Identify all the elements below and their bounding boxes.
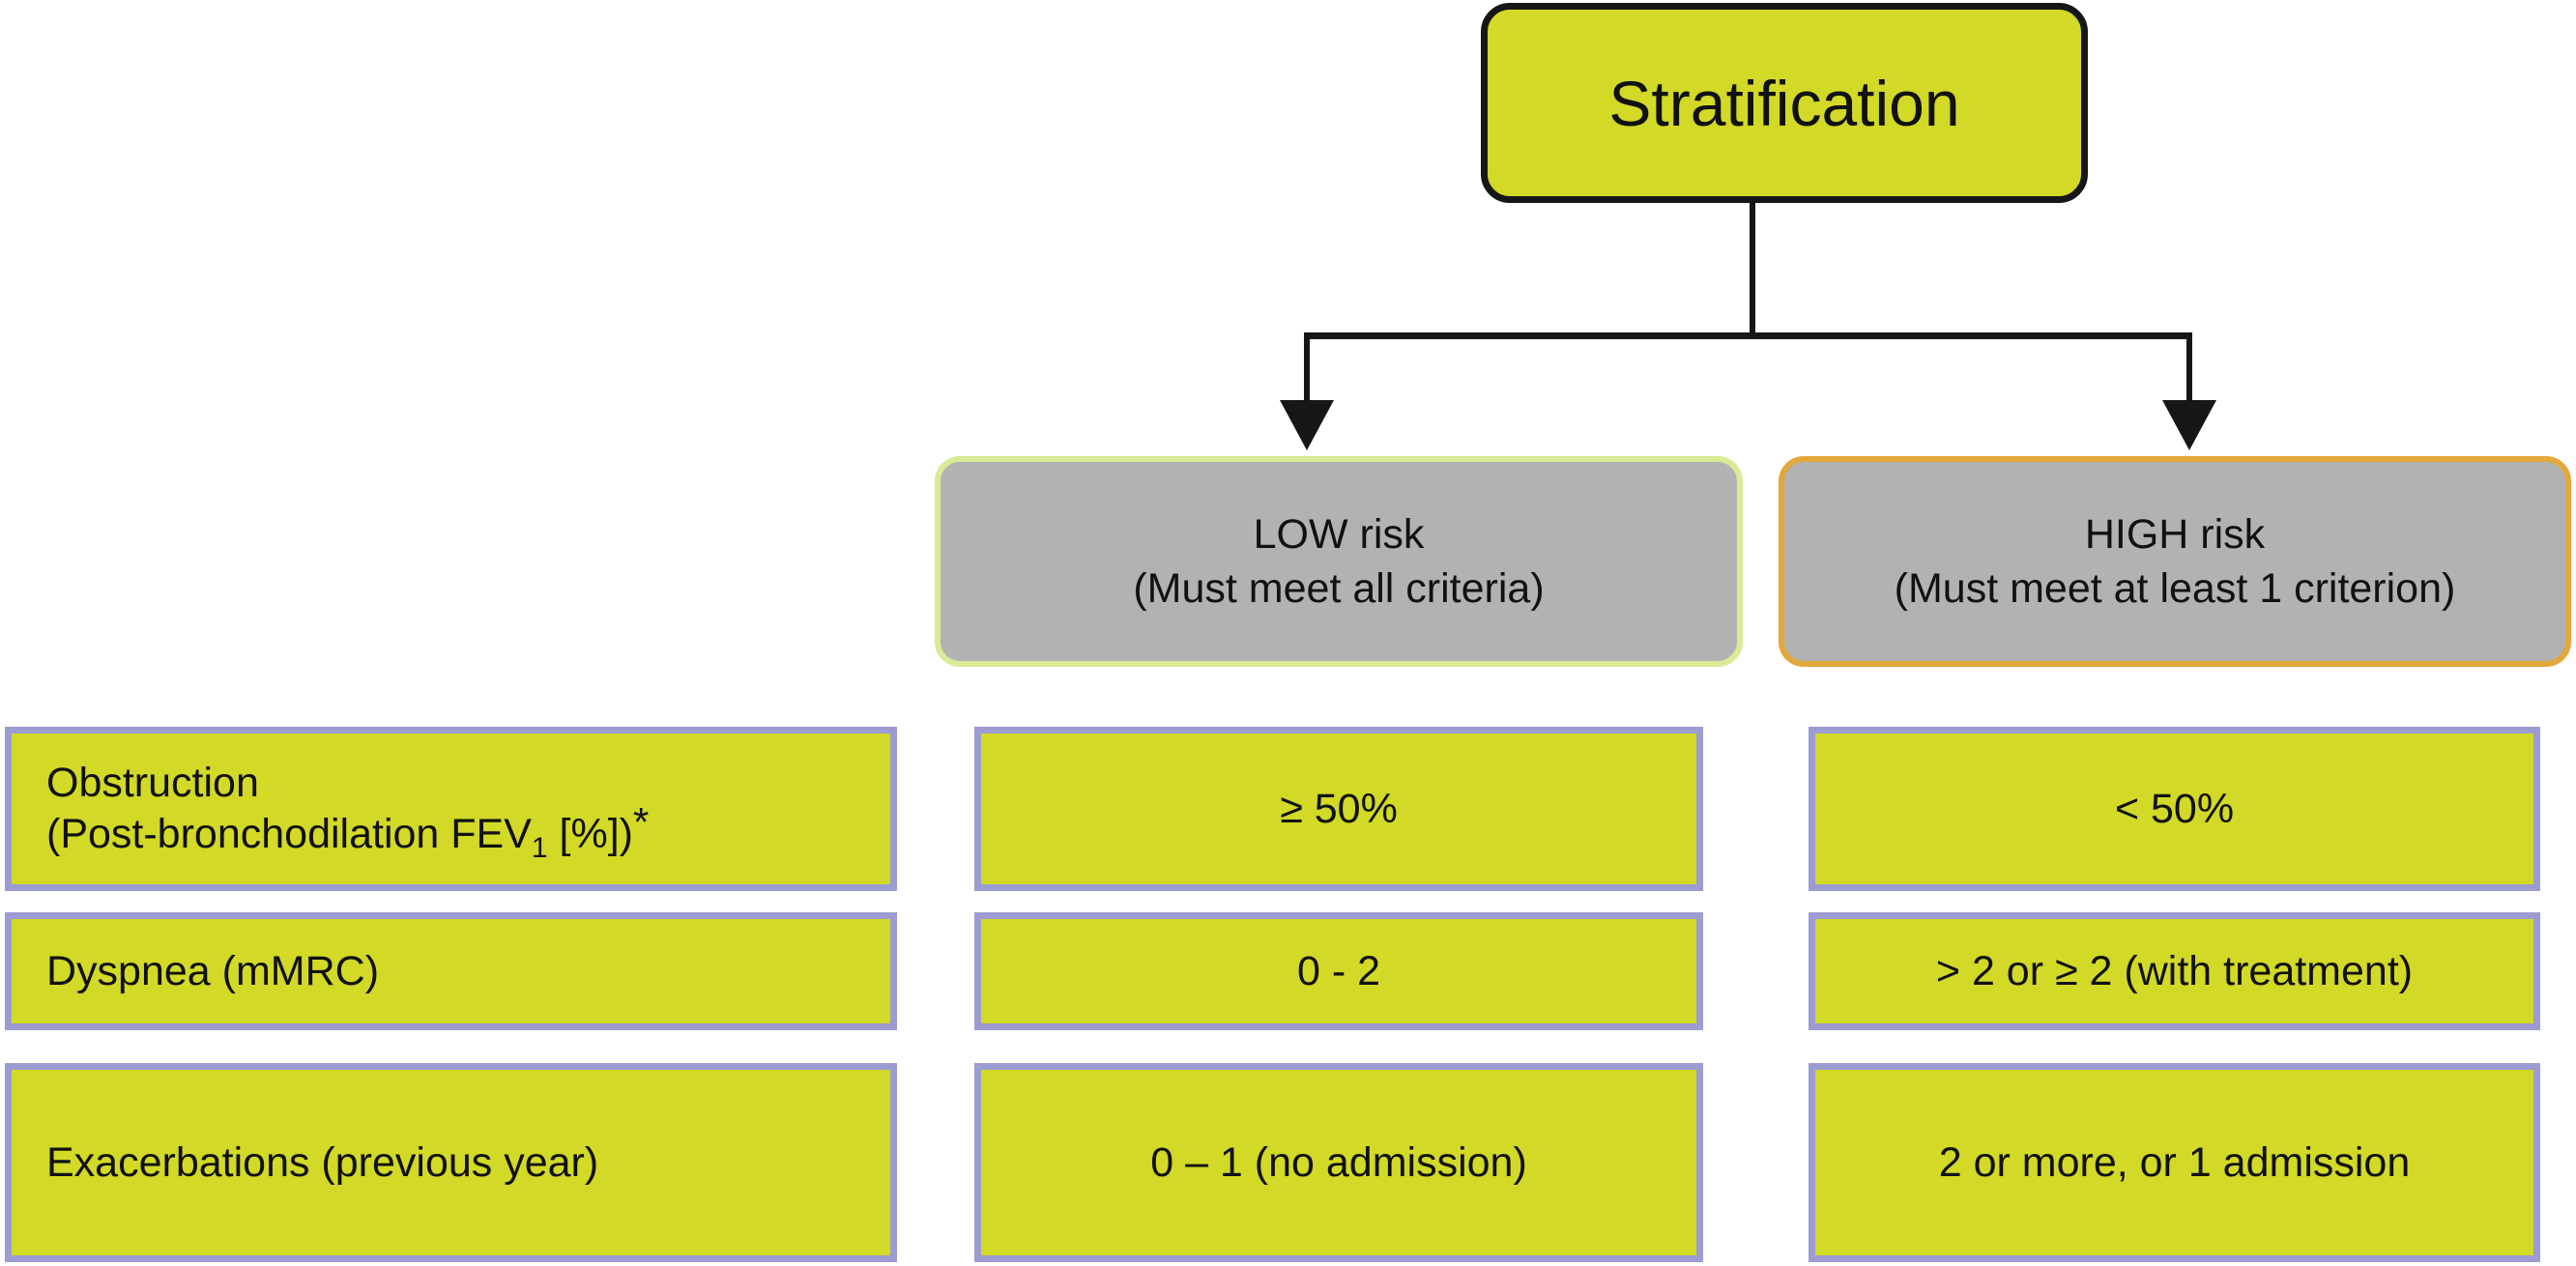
criterion-obstruction-label: Obstruction (Post-bronchodilation FEV1 [… — [5, 727, 897, 891]
obstruction-line2-middle: [%]) — [547, 811, 634, 857]
exacerbations-high-text: 2 or more, or 1 admission — [1938, 1138, 2411, 1186]
connector-stem-line — [1750, 201, 1755, 336]
obstruction-line2: (Post-bronchodilation FEV1 [%])* — [46, 802, 649, 863]
criterion-exacerbations-label: Exacerbations (previous year) — [5, 1063, 897, 1262]
high-risk-title: HIGH risk — [2084, 511, 2266, 558]
exacerbations-low-value: 0 – 1 (no admission) — [974, 1063, 1703, 1262]
root-node-label: Stratification — [1608, 67, 1960, 139]
stratification-root-node: Stratification — [1481, 3, 2088, 203]
connector-left-drop-line — [1304, 332, 1310, 406]
exacerbations-text: Exacerbations (previous year) — [46, 1138, 599, 1186]
dyspnea-high-value: > 2 or ≥ 2 (with treatment) — [1809, 912, 2540, 1030]
arrow-down-icon-left — [1280, 400, 1334, 450]
dyspnea-low-text: 0 - 2 — [1296, 947, 1381, 994]
exacerbations-low-text: 0 – 1 (no admission) — [1150, 1138, 1527, 1186]
obstruction-low-value: ≥ 50% — [974, 727, 1703, 891]
footnote-asterisk: * — [633, 799, 650, 845]
connector-right-drop-line — [2186, 332, 2192, 406]
dyspnea-low-value: 0 - 2 — [974, 912, 1703, 1030]
dyspnea-text: Dyspnea (mMRC) — [46, 947, 380, 994]
obstruction-high-value: < 50% — [1809, 727, 2540, 891]
obstruction-line2-prefix: (Post-bronchodilation FEV — [46, 811, 532, 857]
fev-subscript: 1 — [531, 832, 548, 864]
dyspnea-high-text: > 2 or ≥ 2 (with treatment) — [1935, 947, 2414, 994]
low-risk-node: LOW risk (Must meet all criteria) — [935, 456, 1743, 667]
low-risk-title: LOW risk — [1253, 511, 1425, 558]
low-risk-subtitle: (Must meet all criteria) — [1133, 565, 1545, 612]
criterion-dyspnea-label: Dyspnea (mMRC) — [5, 912, 897, 1030]
high-risk-subtitle: (Must meet at least 1 criterion) — [1894, 565, 2456, 612]
criterion-obstruction-text: Obstruction (Post-bronchodilation FEV1 [… — [46, 758, 649, 863]
arrow-down-icon-right — [2162, 400, 2216, 450]
obstruction-high-text: < 50% — [2114, 785, 2235, 832]
connector-horizontal-line — [1304, 332, 2192, 339]
high-risk-node: HIGH risk (Must meet at least 1 criterio… — [1779, 456, 2571, 667]
exacerbations-high-value: 2 or more, or 1 admission — [1809, 1063, 2540, 1262]
obstruction-low-text: ≥ 50% — [1280, 785, 1398, 832]
obstruction-line1: Obstruction — [46, 760, 259, 806]
